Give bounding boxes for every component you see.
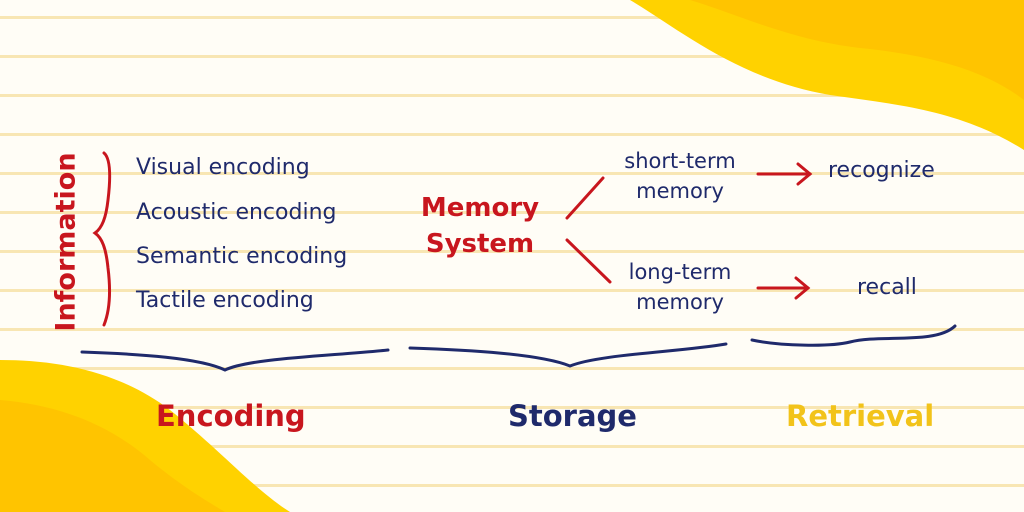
storage-brace bbox=[408, 342, 728, 368]
encoding-item-acoustic: Acoustic encoding bbox=[136, 200, 337, 225]
memory-system-line2: System bbox=[425, 229, 535, 259]
long-term-line1: long-term bbox=[628, 260, 732, 284]
branch-line-short bbox=[565, 176, 605, 220]
short-term-line1: short-term bbox=[624, 149, 736, 173]
stage-retrieval: Retrieval bbox=[786, 399, 935, 433]
encoding-item-tactile: Tactile encoding bbox=[136, 288, 314, 313]
recognize-label: recognize bbox=[828, 158, 935, 183]
top-right-wave-inner bbox=[690, 0, 1024, 100]
encoding-brace bbox=[80, 348, 390, 372]
recall-label: recall bbox=[857, 275, 917, 300]
bottom-left-wave-inner bbox=[0, 400, 225, 512]
long-term-line2: memory bbox=[636, 290, 724, 314]
information-brace bbox=[92, 151, 112, 327]
retrieval-brace bbox=[750, 324, 957, 347]
stage-encoding: Encoding bbox=[156, 399, 306, 433]
short-term-line2: memory bbox=[636, 179, 724, 203]
encoding-item-visual: Visual encoding bbox=[136, 155, 310, 180]
memory-system-line1: Memory bbox=[420, 193, 540, 223]
stage-storage: Storage bbox=[508, 399, 637, 433]
long-term-memory: long-term memory bbox=[600, 257, 760, 317]
memory-system-label: Memory System bbox=[410, 190, 550, 262]
information-label: Information bbox=[50, 152, 82, 332]
branch-line-long bbox=[565, 238, 612, 284]
short-term-memory: short-term memory bbox=[600, 146, 760, 206]
arrow-recognize bbox=[756, 162, 813, 186]
encoding-item-semantic: Semantic encoding bbox=[136, 244, 348, 269]
arrow-recall bbox=[756, 276, 811, 300]
